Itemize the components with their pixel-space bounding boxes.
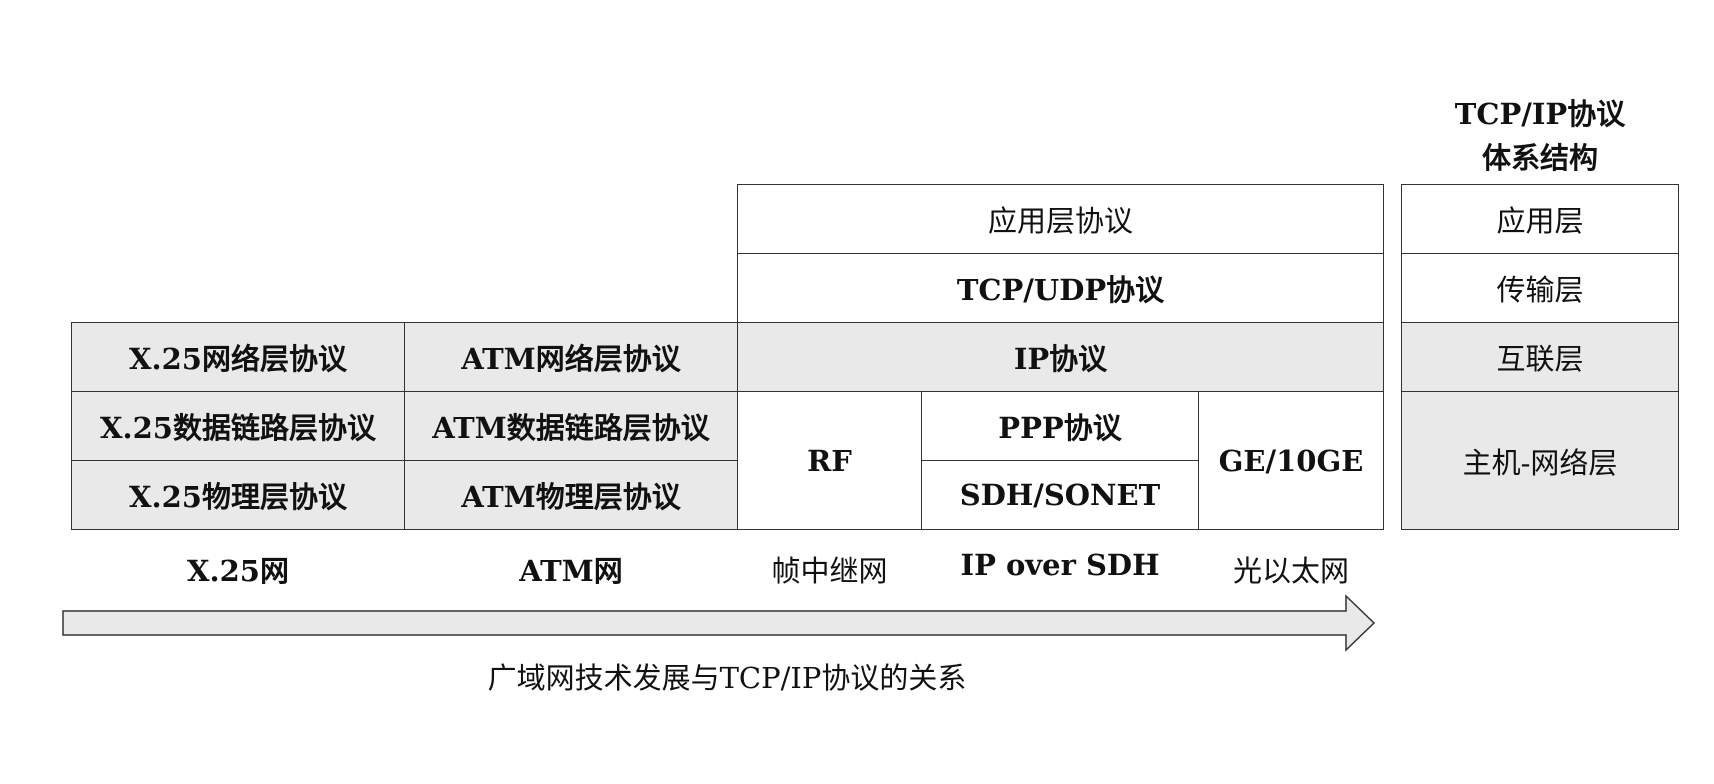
x25-network-layer: X.25网络层协议 (71, 322, 405, 392)
atm-network-label: ATM网 (519, 554, 623, 588)
arch-transport-layer: 传输层 (1401, 253, 1679, 323)
atm-datalink-layer: ATM数据链路层协议 (404, 391, 738, 461)
x25-network-label: X.25网 (187, 554, 289, 588)
arch-internet-layer: 互联层 (1401, 322, 1679, 392)
diagram-caption: 广域网技术发展与TCP/IP协议的关系 (487, 661, 967, 695)
architecture-title-line2: 体系结构 (1481, 141, 1598, 175)
architecture-title: TCP/IP协议 体系结构 (1400, 92, 1680, 180)
ip-over-sdh-label: IP over SDH (960, 548, 1160, 582)
frame-relay-label: 帧中继网 (771, 554, 888, 588)
ge-10ge-cell: GE/10GE (1198, 391, 1384, 530)
ip-protocol: IP协议 (737, 322, 1384, 392)
arch-application-layer: 应用层 (1401, 184, 1679, 254)
rf-cell: RF (737, 391, 922, 530)
architecture-title-line1: TCP/IP协议 (1454, 97, 1626, 131)
application-protocol: 应用层协议 (737, 184, 1384, 254)
arch-host-network-layer: 主机-网络层 (1401, 391, 1679, 530)
development-arrow-shape (62, 594, 1376, 652)
ppp-protocol: PPP协议 (921, 391, 1199, 461)
atm-network-layer: ATM网络层协议 (404, 322, 738, 392)
optical-ethernet-label: 光以太网 (1232, 554, 1349, 588)
x25-physical-layer: X.25物理层协议 (71, 460, 405, 530)
sdh-sonet-cell: SDH/SONET (921, 460, 1199, 530)
atm-physical-layer: ATM物理层协议 (404, 460, 738, 530)
tcp-udp-protocol: TCP/UDP协议 (737, 253, 1384, 323)
